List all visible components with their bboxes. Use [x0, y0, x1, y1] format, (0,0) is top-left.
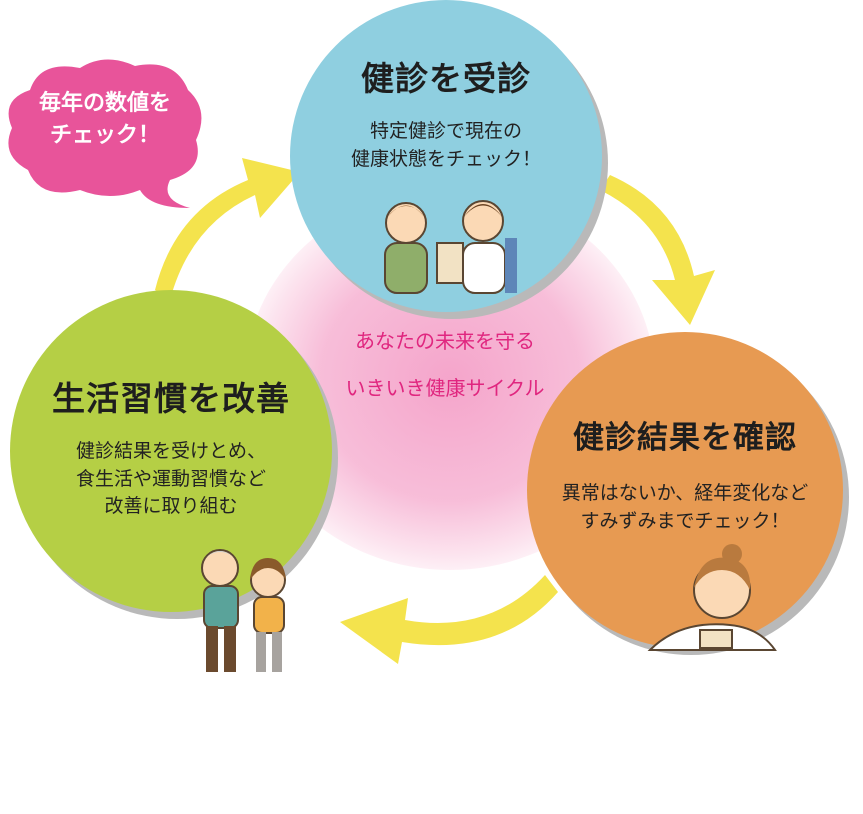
result-line1: 異常はないか、経年変化など: [561, 482, 809, 504]
lifestyle-line2: 食生活や運動習慣など: [75, 467, 266, 490]
patient-and-doctor-illustration: [384, 200, 517, 294]
result-circle: 健診結果を確認 異常はないか、経年変化など すみずみまでチェック！: [527, 332, 843, 648]
arrow-left-up: [155, 158, 300, 300]
checkup-description: 特定健診で現在の 健康状態をチェック！: [290, 118, 602, 173]
speech-bubble: 毎年の数値を チェック！: [0, 50, 210, 210]
checkup-circle: 健診を受診 特定健診で現在の 健康状態をチェック！: [290, 0, 602, 312]
bubble-line2: チェック！: [49, 122, 160, 148]
checkup-line1: 特定健診で現在の: [369, 120, 522, 142]
lifestyle-line3: 改善に取り組む: [104, 495, 238, 518]
speech-bubble-shape: [8, 59, 202, 208]
checkup-title: 健診を受診: [361, 59, 531, 98]
bubble-line1: 毎年の数値を: [38, 91, 171, 116]
walking-couple-illustration: [201, 549, 286, 672]
arrow-top-right: [600, 175, 715, 325]
lifestyle-description: 健診結果を受けとめ、 食生活や運動習慣など 改善に取り組む: [10, 438, 332, 521]
result-description: 異常はないか、経年変化など すみずみまでチェック！: [527, 480, 843, 535]
result-line2: すみずみまでチェック！: [580, 509, 790, 532]
checkup-line2: 健康状態をチェック！: [350, 147, 541, 170]
lifestyle-circle: 生活習慣を改善 健診結果を受けとめ、 食生活や運動習慣など 改善に取り組む: [10, 290, 332, 612]
speech-bubble-text: 毎年の数値を チェック！: [0, 88, 210, 152]
result-title: 健診結果を確認: [573, 420, 797, 456]
reading-woman-illustration: [647, 544, 777, 651]
center-text-line2: いきいき健康サイクル: [345, 376, 545, 400]
lifestyle-line1: 健診結果を受けとめ、: [75, 440, 266, 462]
center-text-line1: あなたの未来を守る: [355, 329, 535, 353]
arrow-bottom-left: [340, 575, 558, 664]
lifestyle-title: 生活習慣を改善: [52, 379, 290, 418]
